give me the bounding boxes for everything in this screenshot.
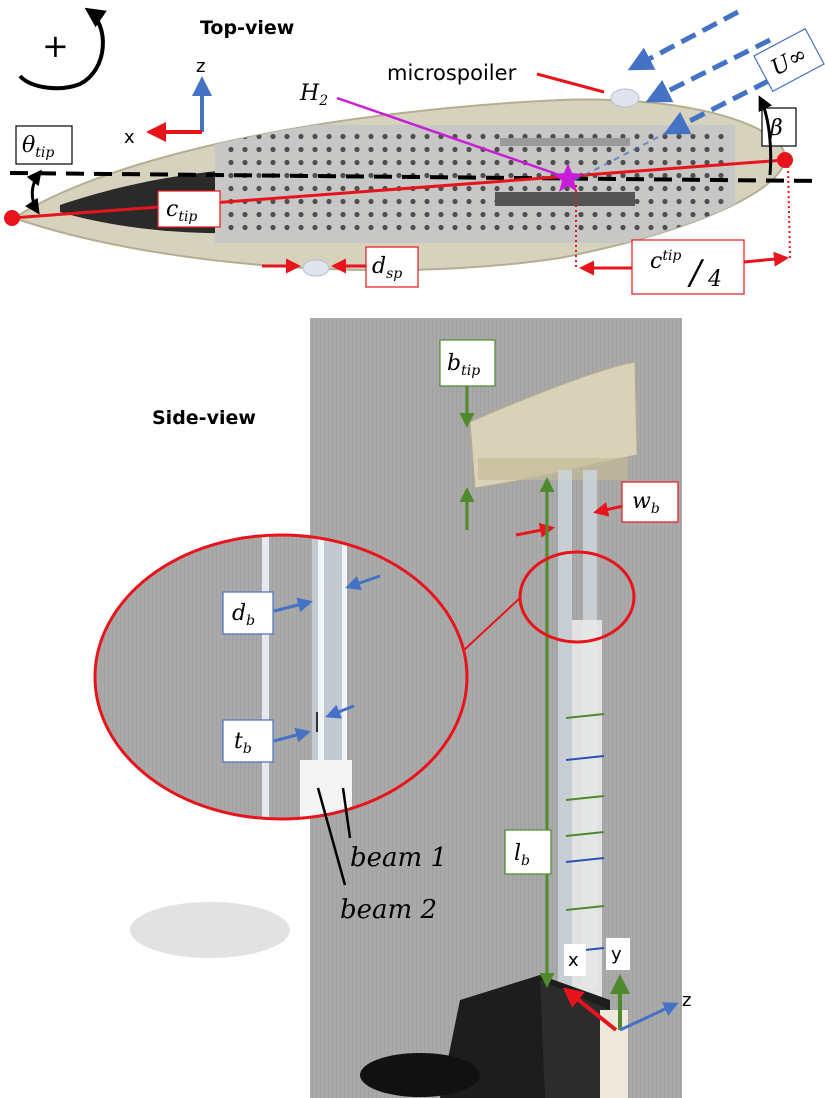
- side-axis-x-label: x: [568, 950, 579, 971]
- l-b-box: [504, 829, 552, 875]
- side-view: Side-view btip wb lb: [93, 318, 691, 1098]
- chord-line: [11, 158, 786, 220]
- magnified-view: [93, 533, 469, 821]
- side-view-axes: x y z: [562, 938, 691, 1032]
- h2-star-icon: [553, 163, 583, 192]
- side-z-axis-arrow: [619, 1002, 679, 1032]
- mount-dial: [360, 1053, 480, 1097]
- u-inf-box: [753, 27, 825, 93]
- reference-dashed-line: [9, 171, 821, 183]
- h2-label: H2: [299, 81, 328, 109]
- microspoiler-bottom: [302, 259, 330, 277]
- beam-2-label: beam 2: [340, 895, 437, 925]
- beam-backing: [572, 620, 602, 1040]
- side-x-axis-arrow: [562, 987, 618, 1032]
- c-tip-label: ctip: [166, 197, 197, 225]
- side-axis-y-label: y: [611, 944, 622, 965]
- side-view-title: Side-view: [152, 407, 256, 429]
- beta-label: β: [769, 116, 783, 141]
- theta-tip-box: [15, 125, 73, 165]
- theta-arc: [25, 169, 42, 215]
- beam-1-leader: [341, 787, 352, 839]
- c-tip-box: [157, 190, 221, 228]
- beam-1: [558, 470, 572, 990]
- center-slot: [495, 192, 635, 206]
- top-view-axes: z x: [124, 56, 212, 148]
- c-tip-quarter-den: 4: [707, 267, 722, 292]
- b-tip-label: btip: [447, 351, 480, 379]
- zoom-target-circle: [518, 550, 636, 644]
- t-b-label: tb: [234, 729, 252, 757]
- top-view-title: Top-view: [200, 17, 294, 39]
- b-tip-box: [439, 339, 496, 387]
- c-tip-quarter-arrow-right: [743, 251, 789, 267]
- h2-leader: [336, 96, 569, 180]
- zoom-connector: [463, 597, 521, 651]
- t-b-arrow-right: [325, 704, 355, 719]
- w-b-box: [621, 481, 679, 523]
- free-stream-arrows: [574, 9, 792, 181]
- side-axis-z-label: z: [682, 990, 691, 1011]
- d-b-arrow-right: [345, 574, 381, 591]
- shadow: [130, 902, 290, 958]
- t-b-arrow-left: [273, 727, 311, 743]
- rotation-arrow-icon: [18, 7, 107, 91]
- theta-tip-label: θtip: [22, 133, 54, 161]
- axis-y-box: [606, 938, 630, 970]
- t-b-box: [222, 719, 274, 763]
- d-b-box: [222, 591, 274, 635]
- axis-x-box: [564, 944, 586, 976]
- axis-x-label: x: [124, 127, 135, 148]
- beam-2-leader: [316, 787, 347, 886]
- microspoiler-top: [610, 88, 640, 108]
- c-tip-quarter-slash: /: [687, 253, 705, 293]
- leading-edge-point: [4, 210, 20, 226]
- l-b-label: lb: [514, 841, 530, 869]
- rotation-indicator: +: [18, 7, 107, 91]
- axis-z-label: z: [196, 56, 205, 77]
- microspoiler-label: microspoiler: [387, 61, 517, 85]
- c-tip-quarter-label: ctip: [650, 248, 681, 274]
- microspoiler-leader: [536, 72, 605, 94]
- top-view: Top-view + z x: [4, 7, 825, 295]
- w-b-label: wb: [632, 489, 660, 517]
- d-b-label: db: [232, 601, 255, 629]
- d-sp-label: dsp: [372, 254, 402, 282]
- beam-1-label: beam 1: [350, 843, 447, 873]
- rotation-sign: +: [42, 27, 69, 65]
- mount-post: [600, 1010, 628, 1098]
- d-b-arrow-left: [273, 597, 313, 613]
- d-sp-box: [365, 246, 419, 288]
- trailing-edge-point: [777, 152, 793, 168]
- magnified-beam-1: [262, 535, 269, 819]
- beta-arc: [758, 95, 773, 176]
- c-tip-quarter-box: [631, 239, 745, 295]
